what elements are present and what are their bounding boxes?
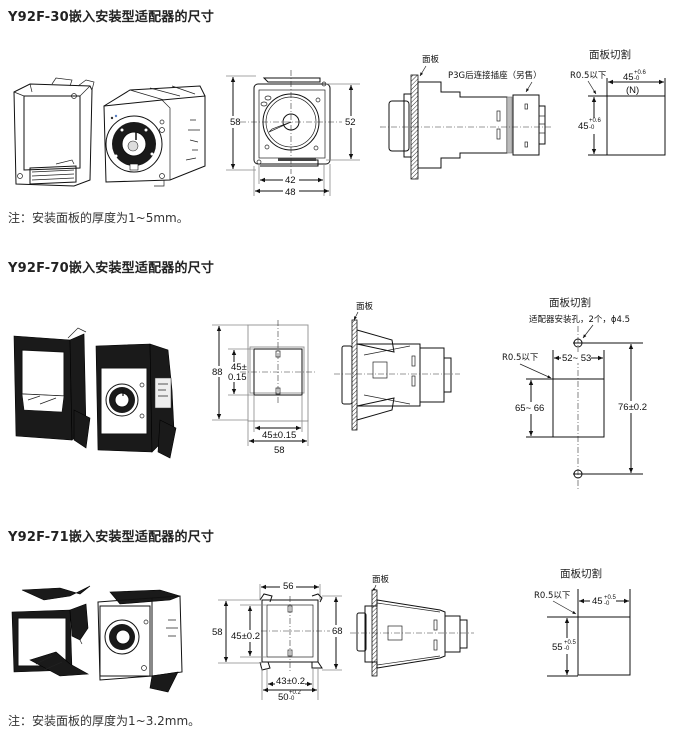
panel-label: 面板: [372, 574, 390, 585]
dim-width-58: 58: [274, 445, 285, 456]
section-title-y92f-30: Y92F-30嵌入安装型适配器的尺寸: [8, 10, 215, 25]
y92f-30-panel-cutout: 面板切割 R0.5以下 45 +0.6 -0 (N) 45 +0.6 -0: [570, 48, 666, 156]
cutout-width-note: (N): [626, 85, 639, 96]
cutout-width: 45: [592, 596, 603, 607]
panel-label: 面板: [356, 301, 374, 312]
cutout-title: 面板切割: [549, 296, 591, 309]
y92f-70-panel-cutout: 面板切割 适配器安装孔，2个，ϕ4.5 76±0.2 52~ 53 R0.5以下…: [502, 296, 649, 490]
note-y92f-30: 注：安装面板的厚度为1~5mm。: [8, 211, 189, 225]
y92f-71-timer-illustration: [97, 589, 183, 693]
dim-height-45-line2: 0.15: [228, 372, 247, 383]
dim-width-50: 50: [278, 692, 289, 703]
dim-width-45: 45±0.15: [262, 430, 296, 441]
dim-width-48: 48: [285, 187, 296, 198]
cutout-height: 45: [578, 121, 589, 132]
dim-height-58: 58: [212, 627, 223, 638]
cutout-height: 55: [552, 642, 563, 653]
dim-height-68: 68: [332, 626, 343, 637]
hole-pitch: 76±0.2: [618, 402, 647, 413]
svg-text:-0: -0: [634, 76, 640, 82]
cutout-title: 面板切割: [589, 48, 631, 61]
y92f-30-timer-illustration: [103, 85, 206, 187]
section-title-y92f-70: Y92F-70嵌入安装型适配器的尺寸: [8, 261, 215, 276]
socket-label: P3G后连接插座（另售）: [448, 70, 542, 81]
dim-height-88: 88: [212, 367, 223, 378]
y92f-71-panel-cutout: 面板切割 R0.5以下 45 +0.5 -0 55 +0.5 -0: [534, 567, 631, 677]
svg-text:-0: -0: [564, 646, 570, 652]
dim-height-45: 45±0.2: [231, 631, 260, 642]
svg-text:+0.5: +0.5: [564, 640, 577, 646]
svg-text:-0: -0: [589, 125, 595, 131]
svg-text:+0.5: +0.5: [604, 595, 617, 601]
note-y92f-71: 注：安装面板的厚度为1~3.2mm。: [8, 714, 201, 728]
y92f-30-front-view: 58 52 42 48: [226, 70, 360, 198]
cutout-width: 45: [623, 72, 634, 83]
dim-width-42: 42: [285, 175, 296, 186]
dim-width-56: 56: [283, 581, 294, 592]
svg-text:+0.2: +0.2: [289, 690, 302, 696]
y92f-70-front-view: 88 45± 0.15 45±0.15 58: [211, 320, 315, 456]
dim-width-43: 43±0.2: [276, 676, 305, 687]
cutout-width: 52~ 53: [562, 353, 591, 364]
dim-height-58: 58: [230, 117, 241, 128]
cutout-title: 面板切割: [560, 567, 602, 580]
section-title-y92f-71: Y92F-71嵌入安装型适配器的尺寸: [8, 530, 215, 545]
svg-text:-0: -0: [289, 696, 295, 702]
y92f-71-side-view: 面板: [350, 574, 474, 677]
corner-radius-label: R0.5以下: [534, 591, 571, 601]
panel-label: 面板: [422, 54, 440, 65]
y92f-71-front-view: 56 58 45±0.2 68 43±0.2 50 +0.2: [211, 580, 345, 703]
cutout-height: 65~ 66: [515, 403, 544, 414]
corner-radius-label: R0.5以下: [570, 71, 607, 81]
y92f-71-adapter-illustration: [11, 585, 91, 677]
y92f-70-adapter-illustration: [13, 327, 91, 449]
svg-text:-0: -0: [604, 601, 610, 607]
dim-height-45-line1: 45±: [231, 362, 247, 373]
mounting-hole-note: 适配器安装孔，2个，ϕ4.5: [529, 314, 630, 325]
dim-height-52: 52: [345, 117, 356, 128]
y92f-70-timer-illustration: [95, 343, 177, 459]
y92f-30-side-view: 面板 P3G后连接插座（另售）: [380, 54, 552, 180]
corner-radius-label: R0.5以下: [502, 353, 539, 363]
svg-text:+0.6: +0.6: [634, 70, 647, 76]
svg-text:+0.6: +0.6: [589, 118, 602, 124]
y92f-70-side-view: 面板: [334, 301, 460, 431]
y92f-30-adapter-illustration: [13, 77, 95, 187]
